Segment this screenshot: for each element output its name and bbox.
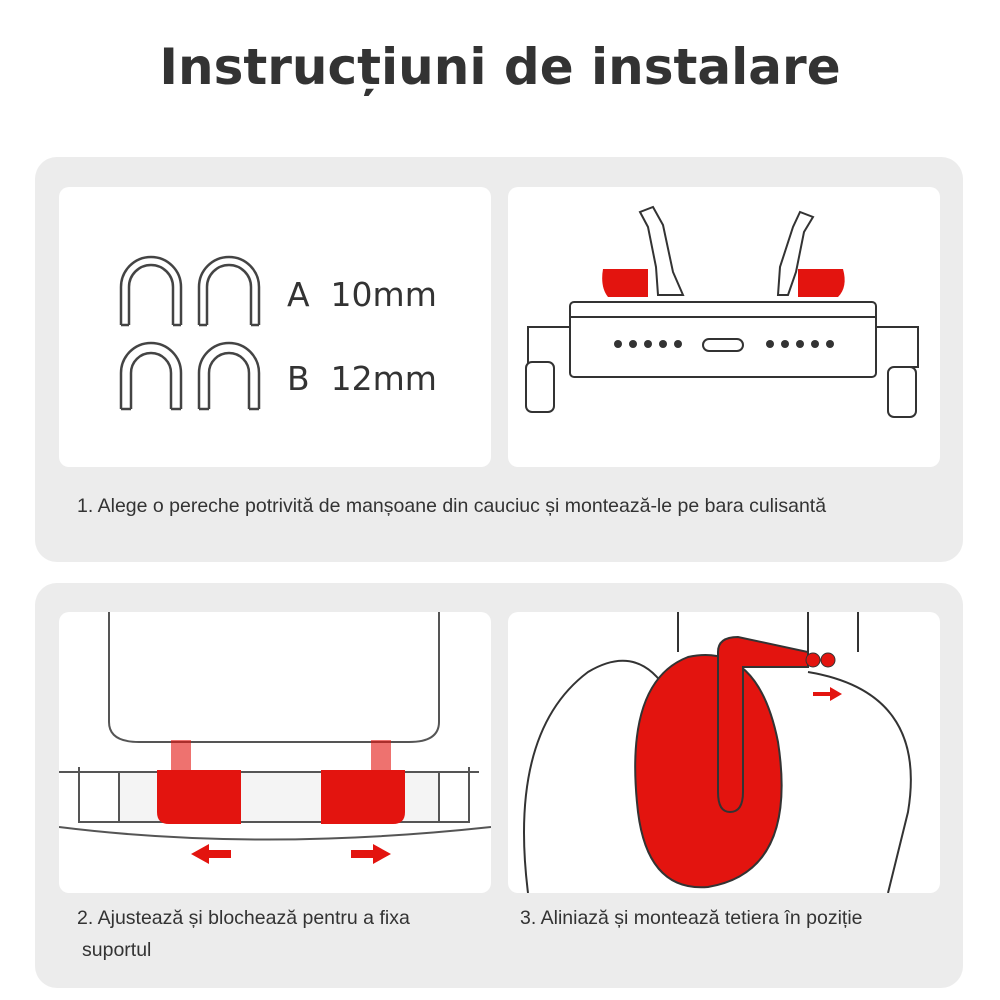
step-2-3-panel: 2. Ajustează și blochează pentru a fixa … xyxy=(35,583,963,988)
rubber-sleeves-illustration xyxy=(119,255,261,411)
page-title: Instrucțiuni de instalare xyxy=(159,38,841,96)
step-2-caption: 2. Ajustează și blochează pentru a fixa … xyxy=(77,902,410,966)
adjust-card xyxy=(59,612,491,893)
sleeve-a-label: A 10mm xyxy=(287,275,437,314)
align-card xyxy=(508,612,940,893)
step-1-panel: A 10mm B 12mm 1. Alege xyxy=(35,157,963,562)
bracket-card xyxy=(508,187,940,467)
adjust-lock-illustration xyxy=(59,612,491,864)
step-2-caption-line-1: 2. Ajustează și blochează pentru a fixa xyxy=(77,907,410,929)
step-1-caption: 1. Alege o pereche potrivită de manșoane… xyxy=(77,495,827,517)
slide-bar-illustration xyxy=(525,205,919,418)
sleeves-card: A 10mm B 12mm xyxy=(59,187,491,467)
headrest-mount-illustration xyxy=(523,612,912,893)
step-3-caption: 3. Aliniază și montează tetiera în poziț… xyxy=(520,907,863,929)
step-2-caption-line-2: suportul xyxy=(82,939,152,961)
sleeve-b-label: B 12mm xyxy=(287,359,437,398)
